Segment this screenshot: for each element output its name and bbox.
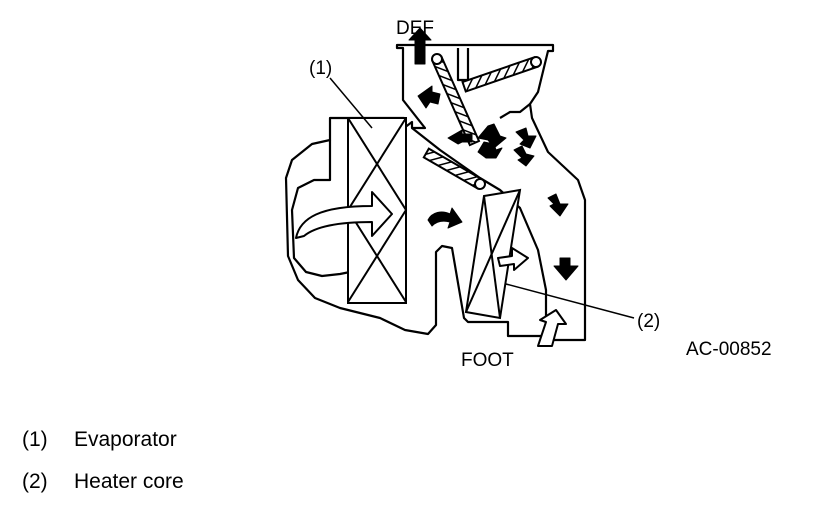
legend-number: (2) (22, 470, 48, 493)
arrow-up-left (417, 85, 441, 109)
arrow-right-up (477, 123, 507, 149)
legend-item-1: (1) Evaporator (22, 427, 177, 453)
inlet-air-arrow (295, 191, 393, 239)
def-label: DEF (396, 18, 434, 39)
legend-text: Evaporator (74, 428, 177, 451)
callout-2-label: (2) (637, 311, 660, 332)
hvac-airflow-diagram: DEF (1) (2) FOOT AC-00852 (284, 18, 772, 371)
arrow-down (477, 141, 503, 159)
leader-lines (329, 77, 635, 319)
foot-outlet-arrow (537, 309, 567, 347)
arrow-down-right-2 (513, 145, 535, 167)
arrow-down-3 (547, 193, 569, 217)
arrow-left-out (447, 129, 473, 145)
arrow-down-right-1 (515, 127, 537, 149)
def-outlet-arrow (408, 27, 432, 65)
legend-text: Heater core (74, 470, 184, 493)
arrow-down-4 (553, 257, 579, 281)
unit-housing (284, 43, 587, 342)
solid-arrows (408, 27, 579, 281)
arrow-curve-right (427, 207, 463, 229)
legend-number: (1) (22, 428, 48, 451)
outline-arrows (295, 191, 567, 347)
heater-core (464, 188, 522, 320)
legend-item-2: (2) Heater core (22, 469, 184, 495)
callout-1-label: (1) (309, 58, 332, 79)
figure-code: AC-00852 (686, 339, 772, 360)
heated-air-arrow (497, 247, 529, 271)
air-mix-doors (422, 53, 542, 190)
foot-label: FOOT (461, 350, 514, 371)
